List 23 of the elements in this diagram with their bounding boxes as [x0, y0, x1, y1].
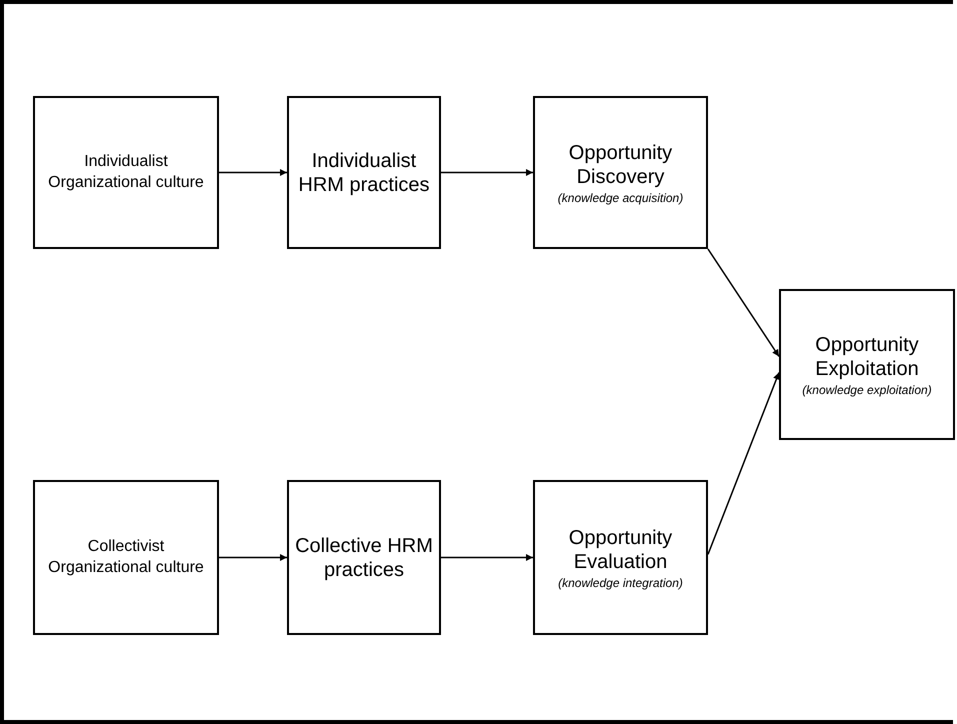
box-subtitle: (knowledge exploitation) [802, 382, 932, 396]
arrow [441, 554, 533, 561]
arrow [441, 169, 533, 176]
box-title: Opportunity Exploitation [814, 332, 920, 380]
box-title: Individualist Organizational culture [47, 152, 205, 192]
box-title: Opportunity Discovery [568, 140, 674, 188]
box-subtitle: (knowledge integration) [558, 576, 683, 590]
box-title: Collectivist Organizational culture [47, 536, 205, 578]
process-box [533, 480, 708, 635]
process-box [33, 480, 219, 635]
process-box [287, 480, 441, 635]
process-box [33, 96, 219, 249]
arrow [707, 372, 780, 555]
box-title: Individualist HRM practices [297, 148, 431, 196]
process-box [533, 96, 708, 249]
process-box [287, 96, 441, 249]
box-title: Opportunity Evaluation [568, 526, 674, 574]
box-title: Collective HRM practices [294, 534, 434, 582]
arrow [707, 248, 780, 357]
box-subtitle: (knowledge acquisition) [558, 190, 684, 204]
process-box [779, 289, 955, 440]
arrow [219, 554, 287, 561]
arrow [219, 169, 287, 176]
